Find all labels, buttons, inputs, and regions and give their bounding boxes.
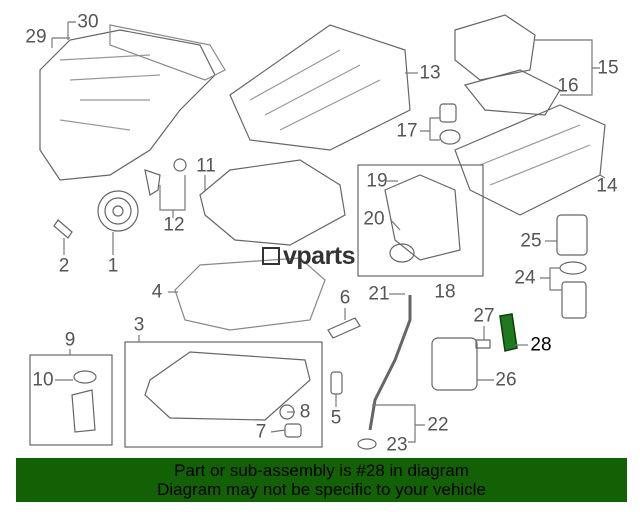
callout-19[interactable]: 19 <box>366 170 388 192</box>
callout-15[interactable]: 15 <box>597 57 619 79</box>
manifold-gasket <box>109 24 226 81</box>
callout-14[interactable]: 14 <box>596 175 618 197</box>
info-banner: Part or sub-assembly is #28 in diagram D… <box>16 458 627 502</box>
callout-29[interactable]: 29 <box>25 26 47 48</box>
callout-21[interactable]: 21 <box>368 283 390 305</box>
sensor-12 <box>144 169 161 196</box>
callout-10[interactable]: 10 <box>32 369 54 391</box>
part-17-seal <box>439 129 461 145</box>
valve-cover <box>454 104 606 216</box>
logo-mark-icon <box>262 247 280 265</box>
timing-cover-upper <box>454 14 536 81</box>
banner-line-2: Diagram may not be specific to your vehi… <box>157 480 486 499</box>
box-3 <box>124 341 323 448</box>
callout-2[interactable]: 2 <box>58 255 70 277</box>
dipstick-seal <box>357 438 377 450</box>
vparts-logo: vparts <box>262 242 356 270</box>
callout-25[interactable]: 25 <box>520 230 542 252</box>
oil-baffle <box>199 159 346 246</box>
callout-12[interactable]: 12 <box>163 214 185 236</box>
oil-level-sensor <box>71 389 96 433</box>
oil-cooler <box>431 337 478 391</box>
part-28-highlighted <box>499 313 518 352</box>
dipstick-tube <box>368 295 412 431</box>
callout-24[interactable]: 24 <box>514 267 536 289</box>
callout-22[interactable]: 22 <box>427 414 449 436</box>
callout-13[interactable]: 13 <box>419 62 441 84</box>
filter-housing <box>556 214 588 256</box>
callout-6[interactable]: 6 <box>339 287 351 309</box>
pulley <box>97 190 139 232</box>
callout-17[interactable]: 17 <box>396 120 418 142</box>
cylinder-head <box>229 24 411 151</box>
box-9 <box>29 354 113 446</box>
drain-plug <box>284 423 302 438</box>
callout-1[interactable]: 1 <box>107 255 119 277</box>
filter-seal <box>559 261 587 275</box>
front-cover <box>384 174 461 261</box>
part-17-cap <box>439 103 457 123</box>
callout-5[interactable]: 5 <box>330 407 342 429</box>
callout-8[interactable]: 8 <box>299 401 311 423</box>
callout-28-highlighted[interactable]: 28 <box>530 334 552 356</box>
callout-18[interactable]: 18 <box>434 281 456 303</box>
part-5 <box>330 371 343 395</box>
callout-16[interactable]: 16 <box>557 75 579 97</box>
oil-pan-gasket <box>174 257 326 331</box>
callout-20[interactable]: 20 <box>363 208 385 230</box>
callout-26[interactable]: 26 <box>495 369 517 391</box>
banner-line-1: Part or sub-assembly is #28 in diagram <box>174 461 469 480</box>
logo-text: vparts <box>283 242 356 270</box>
timing-cover-lower <box>463 69 561 116</box>
callout-23[interactable]: 23 <box>386 434 408 456</box>
callout-11[interactable]: 11 <box>196 155 216 177</box>
callout-30[interactable]: 30 <box>77 11 99 33</box>
callout-7[interactable]: 7 <box>255 421 267 443</box>
oil-filter <box>561 281 587 319</box>
bolt <box>53 219 73 239</box>
callout-4[interactable]: 4 <box>151 281 163 303</box>
callout-3[interactable]: 3 <box>133 314 145 336</box>
oil-pan <box>144 351 311 421</box>
bolt-27 <box>475 339 491 349</box>
callout-9[interactable]: 9 <box>64 329 76 351</box>
intake-manifold <box>39 29 216 181</box>
box-18 <box>357 164 484 277</box>
part-6 <box>327 317 361 339</box>
callout-27[interactable]: 27 <box>473 305 495 327</box>
